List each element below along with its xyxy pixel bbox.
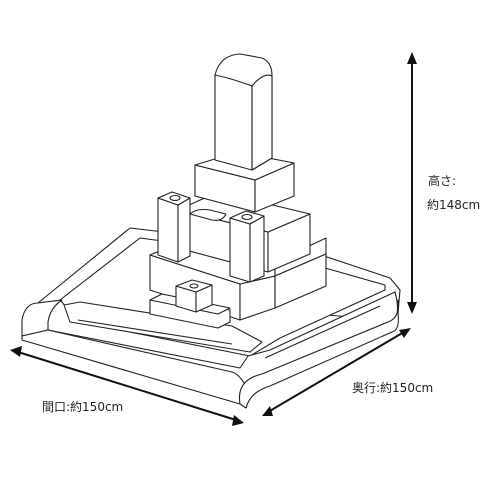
offering-groove [189, 208, 227, 221]
depth-label: 奥行:約150cm [352, 381, 434, 395]
height-arrow [407, 52, 417, 314]
flower-vase-left [157, 191, 191, 263]
flower-vase-right [229, 210, 265, 283]
width-label: 間口:約150cm [42, 400, 124, 414]
depth-arrow [262, 328, 411, 416]
height-label: 高さ: [428, 174, 457, 188]
width-arrow [10, 346, 244, 426]
incense-holder [149, 279, 231, 329]
main-column [214, 53, 273, 171]
height-value: 約148cm [427, 198, 481, 212]
